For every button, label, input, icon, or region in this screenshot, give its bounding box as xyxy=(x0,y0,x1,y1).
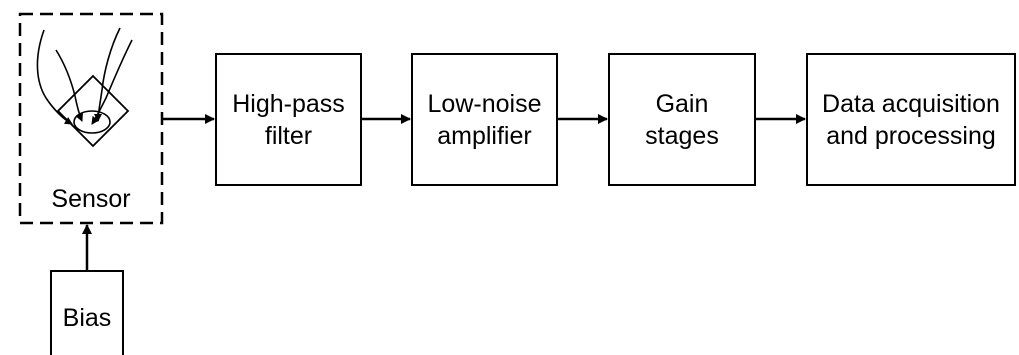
low-noise-amplifier-block: Low-noise amplifier xyxy=(411,53,558,186)
high-pass-filter-label: High-pass filter xyxy=(232,89,345,150)
high-pass-filter-block: High-pass filter xyxy=(215,53,362,186)
data-acquisition-label: Data acquisition and processing xyxy=(822,89,1000,150)
bias-label: Bias xyxy=(62,304,112,332)
low-noise-amplifier-label: Low-noise amplifier xyxy=(427,89,542,150)
gain-stages-label: Gain stages xyxy=(645,89,719,150)
magnetic-field-sensor-icon xyxy=(36,27,133,148)
data-acquisition-block: Data acquisition and processing xyxy=(806,53,1016,186)
gain-stages-block: Gain stages xyxy=(608,53,756,186)
diagram-lines xyxy=(18,12,806,270)
bias-block: Bias xyxy=(50,270,124,355)
sensor-label: Sensor xyxy=(51,185,131,213)
signal-chain-diagram: Sensor High-pass filter Low-noise amplif… xyxy=(18,12,1016,355)
